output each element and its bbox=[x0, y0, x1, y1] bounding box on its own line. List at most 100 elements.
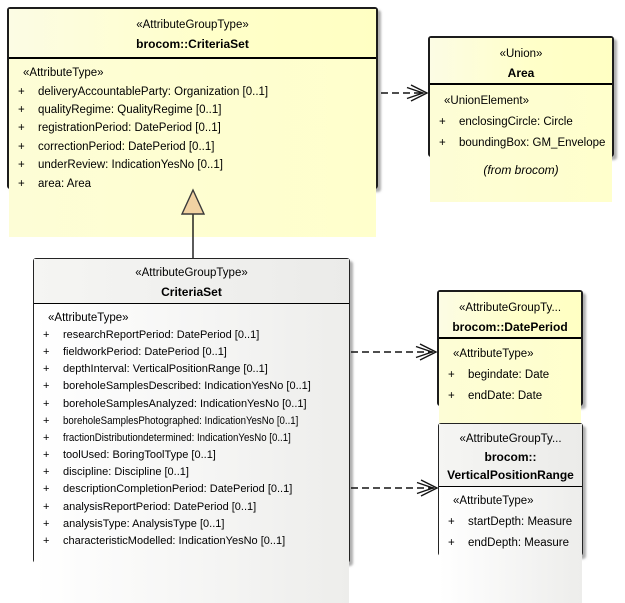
attr-row: +correctionPeriod: DatePeriod [0..1] bbox=[9, 138, 376, 156]
attr-row: + fractionDistributiondetermined: Indicat… bbox=[34, 429, 349, 446]
attr-text: analysisReportPeriod: DatePeriod [0..1] bbox=[63, 500, 257, 513]
attr-text: fractionDistributiondetermined: Indicati… bbox=[63, 431, 291, 444]
visibility: + bbox=[439, 115, 446, 128]
attr-text: boreholeSamplesDescribed: IndicationYesN… bbox=[63, 380, 311, 393]
section-stereotype: «AttributeType» bbox=[453, 494, 534, 507]
section-stereotype: «AttributeType» bbox=[453, 347, 534, 360]
attr-row: + fieldworkPeriod: DatePeriod [0..1] bbox=[34, 343, 349, 360]
class-name: brocom::DatePeriod bbox=[452, 320, 568, 334]
visibility: + bbox=[18, 159, 25, 172]
visibility: + bbox=[43, 466, 50, 479]
class-name-line2: VerticalPositionRange bbox=[447, 468, 574, 482]
attr-text: researchReportPeriod: DatePeriod [0..1] bbox=[63, 328, 260, 341]
dependency-arrow-dateperiod bbox=[351, 343, 438, 361]
visibility: + bbox=[43, 449, 50, 462]
attr-row: + characteristicModelled: IndicationYesNo… bbox=[34, 532, 349, 549]
attr-row: + boreholeSamplesDescribed: IndicationYes… bbox=[34, 378, 349, 395]
attr-row: + boreholeSamplesAnalyzed: IndicationYesN… bbox=[34, 395, 349, 412]
attr-text: toolUsed: BoringToolType [0..1] bbox=[63, 449, 216, 462]
attr-text: discipline: Discipline [0..1] bbox=[63, 466, 189, 479]
class-header: «AttributeGroupType» brocom::CriteriaSet bbox=[9, 9, 376, 59]
class-box-brocom-dateperiod[interactable]: «AttributeGroupTy... brocom::DatePeriod … bbox=[437, 290, 583, 451]
attribute-compartment: «AttributeType» +deliveryAccountablePart… bbox=[9, 59, 376, 237]
class-box-criteriaset[interactable]: «AttributeGroupType» CriteriaSet «Attrib… bbox=[33, 258, 350, 603]
visibility: + bbox=[43, 345, 50, 358]
attr-row: + area: Area bbox=[9, 174, 376, 192]
attr-row: + toolUsed: BoringToolType [0..1] bbox=[34, 447, 349, 464]
class-box-area[interactable]: «Union» Area «UnionElement» + enclosingCi… bbox=[428, 36, 614, 202]
attr-row: + underReview: IndicationYesNo [0..1] bbox=[9, 156, 376, 174]
visibility: + bbox=[43, 414, 50, 427]
section-stereotype: «AttributeType» bbox=[48, 311, 129, 324]
attr-text: descriptionCompletionPeriod: DatePeriod … bbox=[63, 483, 293, 496]
visibility: + bbox=[18, 177, 25, 190]
class-box-brocom-verticalpositionrange[interactable]: «AttributeGroupTy... brocom:: VerticalPo… bbox=[438, 423, 583, 603]
visibility: + bbox=[18, 103, 25, 116]
class-header: «AttributeGroupTy... brocom:: VerticalPo… bbox=[439, 424, 582, 487]
attr-row: + analysisReportPeriod: DatePeriod [0..1] bbox=[34, 498, 349, 515]
attribute-compartment: «AttributeType» + startDepth: Measure + en… bbox=[439, 487, 582, 603]
visibility: + bbox=[43, 397, 50, 410]
attr-row: + enclosingCircle: Circle bbox=[430, 111, 612, 132]
visibility: + bbox=[448, 368, 455, 381]
attr-text: begindate: Date bbox=[468, 368, 550, 381]
attr-row: + qualityRegime: QualityRegime [0..1] bbox=[9, 101, 376, 119]
attr-row: + endDepth: Measure bbox=[439, 532, 582, 553]
attr-text: depthInterval: VerticalPositionRange [0.… bbox=[63, 363, 268, 376]
visibility: + bbox=[439, 136, 446, 149]
stereotype-label: «AttributeGroupType» bbox=[136, 19, 249, 31]
attr-text: boundingBox: GM_Envelope bbox=[459, 136, 606, 149]
attr-text: analysisType: AnalysisType [0..1] bbox=[63, 517, 225, 530]
visibility: + bbox=[43, 500, 50, 513]
attr-row: + startDepth: Measure bbox=[439, 511, 582, 532]
attr-row: + endDate: Date bbox=[439, 385, 581, 406]
attr-row: + boundingBox: GM_Envelope bbox=[430, 132, 612, 153]
stereotype-label: «AttributeGroupTy... bbox=[458, 302, 562, 314]
visibility: + bbox=[448, 515, 455, 528]
class-header: «AttributeGroupTy... brocom::DatePeriod bbox=[439, 292, 581, 339]
attr-text: startDepth: Measure bbox=[468, 515, 573, 528]
attr-text: qualityRegime: QualityRegime [0..1] bbox=[38, 103, 222, 116]
attr-text: area: Area bbox=[38, 177, 92, 190]
visibility: + bbox=[43, 431, 50, 444]
class-name: CriteriaSet bbox=[161, 285, 222, 299]
visibility: + bbox=[43, 535, 50, 548]
attr-row: + begindate: Date bbox=[439, 364, 581, 385]
attr-text: fieldworkPeriod: DatePeriod [0..1] bbox=[63, 345, 227, 358]
visibility: + bbox=[448, 389, 455, 402]
attr-text: underReview: IndicationYesNo [0..1] bbox=[38, 159, 223, 172]
stereotype-label: «AttributeGroupTy... bbox=[459, 433, 562, 445]
attr-text: endDepth: Measure bbox=[468, 536, 570, 549]
attr-text: boreholeSamplesPhotographed: IndicationY… bbox=[63, 414, 299, 427]
visibility: + bbox=[18, 85, 25, 98]
attr-text: registrationPeriod: DatePeriod [0..1] bbox=[38, 122, 221, 135]
attr-text: enclosingCircle: Circle bbox=[459, 115, 573, 128]
dependency-arrow-area bbox=[381, 84, 429, 102]
visibility: + bbox=[43, 363, 50, 376]
attr-text: boreholeSamplesAnalyzed: IndicationYesNo… bbox=[63, 397, 307, 410]
stereotype-label: «Union» bbox=[499, 48, 543, 60]
attr-text: endDate: Date bbox=[468, 389, 543, 402]
attr-row: +analysisType: AnalysisType [0..1] bbox=[34, 515, 349, 532]
visibility: + bbox=[43, 328, 50, 341]
attr-row: + boreholeSamplesPhotographed: Indication… bbox=[34, 412, 349, 429]
section-stereotype: «UnionElement» bbox=[444, 94, 530, 107]
attr-text: correctionPeriod: DatePeriod [0..1] bbox=[38, 140, 215, 153]
visibility: + bbox=[18, 122, 25, 135]
attr-text: characteristicModelled: IndicationYesNo … bbox=[63, 535, 286, 548]
class-box-brocom-criteriaset[interactable]: «AttributeGroupType» brocom::CriteriaSet… bbox=[7, 7, 378, 237]
attr-row: + discipline: Discipline [0..1] bbox=[34, 464, 349, 481]
class-header: «Union» Area bbox=[430, 38, 612, 85]
attr-text: deliveryAccountableParty: Organization [… bbox=[38, 85, 269, 98]
class-header: «AttributeGroupType» CriteriaSet bbox=[34, 259, 349, 304]
stereotype-label: «AttributeGroupType» bbox=[135, 267, 248, 279]
from-package-caption: (from brocom) bbox=[483, 163, 559, 177]
class-name: brocom::CriteriaSet bbox=[136, 37, 249, 51]
attr-row: + deliveryAccountableParty: Organization … bbox=[9, 82, 376, 100]
visibility: + bbox=[448, 536, 455, 549]
visibility: + bbox=[43, 380, 50, 393]
attr-row: + researchReportPeriod: DatePeriod [0..1] bbox=[34, 326, 349, 343]
attribute-compartment: «UnionElement» +enclosingCircle: Circle … bbox=[430, 85, 612, 202]
attr-row: +descriptionCompletionPeriod: DatePeriod… bbox=[34, 481, 349, 498]
